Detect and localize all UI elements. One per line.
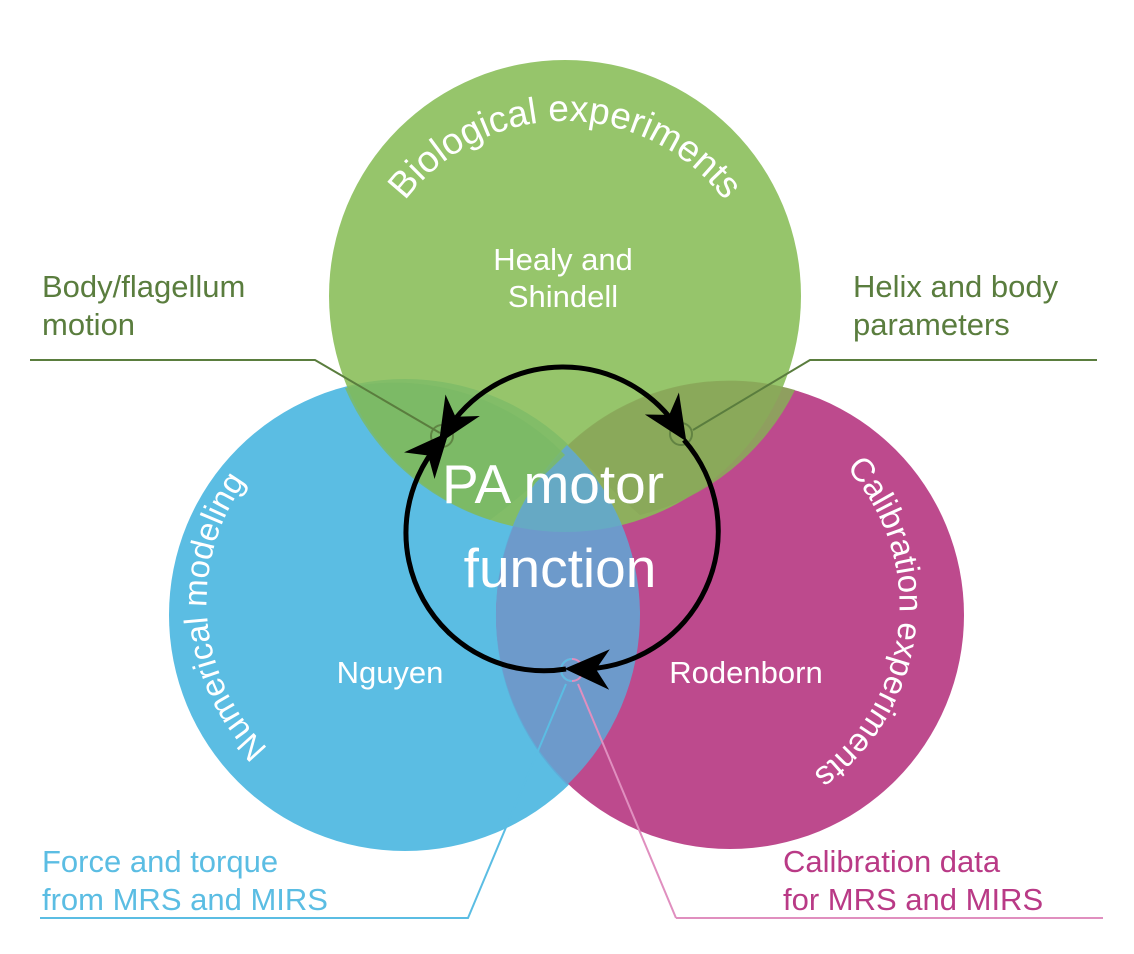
person-healy-line1: Healy and — [493, 242, 633, 277]
person-nguyen: Nguyen — [337, 655, 444, 690]
callout-top-right-line1: Helix and body — [853, 269, 1059, 304]
callout-top-left-line1: Body/flagellum — [42, 269, 245, 304]
center-label-line2: function — [464, 537, 657, 599]
callout-line-top-right — [692, 359, 1097, 431]
cycle-arc-right — [564, 438, 721, 690]
callout-bottom-right-line2: for MRS and MIRS — [783, 882, 1043, 917]
callout-line-bottom-right-diag — [577, 683, 677, 919]
callout-top-left-line2: motion — [42, 307, 135, 342]
callout-bottom-left-line1: Force and torque — [42, 844, 278, 879]
overlap-blue-magenta — [495, 445, 641, 785]
callout-line-bottom-left — [40, 683, 567, 919]
person-healy-line2: Shindell — [508, 279, 618, 314]
callout-line-top-left — [30, 359, 441, 434]
center-label-line1: PA motor — [442, 453, 664, 515]
cycle-arrows — [403, 364, 721, 690]
cycle-arc-top — [438, 364, 687, 444]
person-rodenborn: Rodenborn — [669, 655, 822, 690]
cycle-arc-left — [403, 431, 567, 674]
callout-bottom-left-line2: from MRS and MIRS — [42, 882, 328, 917]
callout-top-right-line2: parameters — [853, 307, 1010, 342]
callout-bottom-right-line1: Calibration data — [783, 844, 1001, 879]
